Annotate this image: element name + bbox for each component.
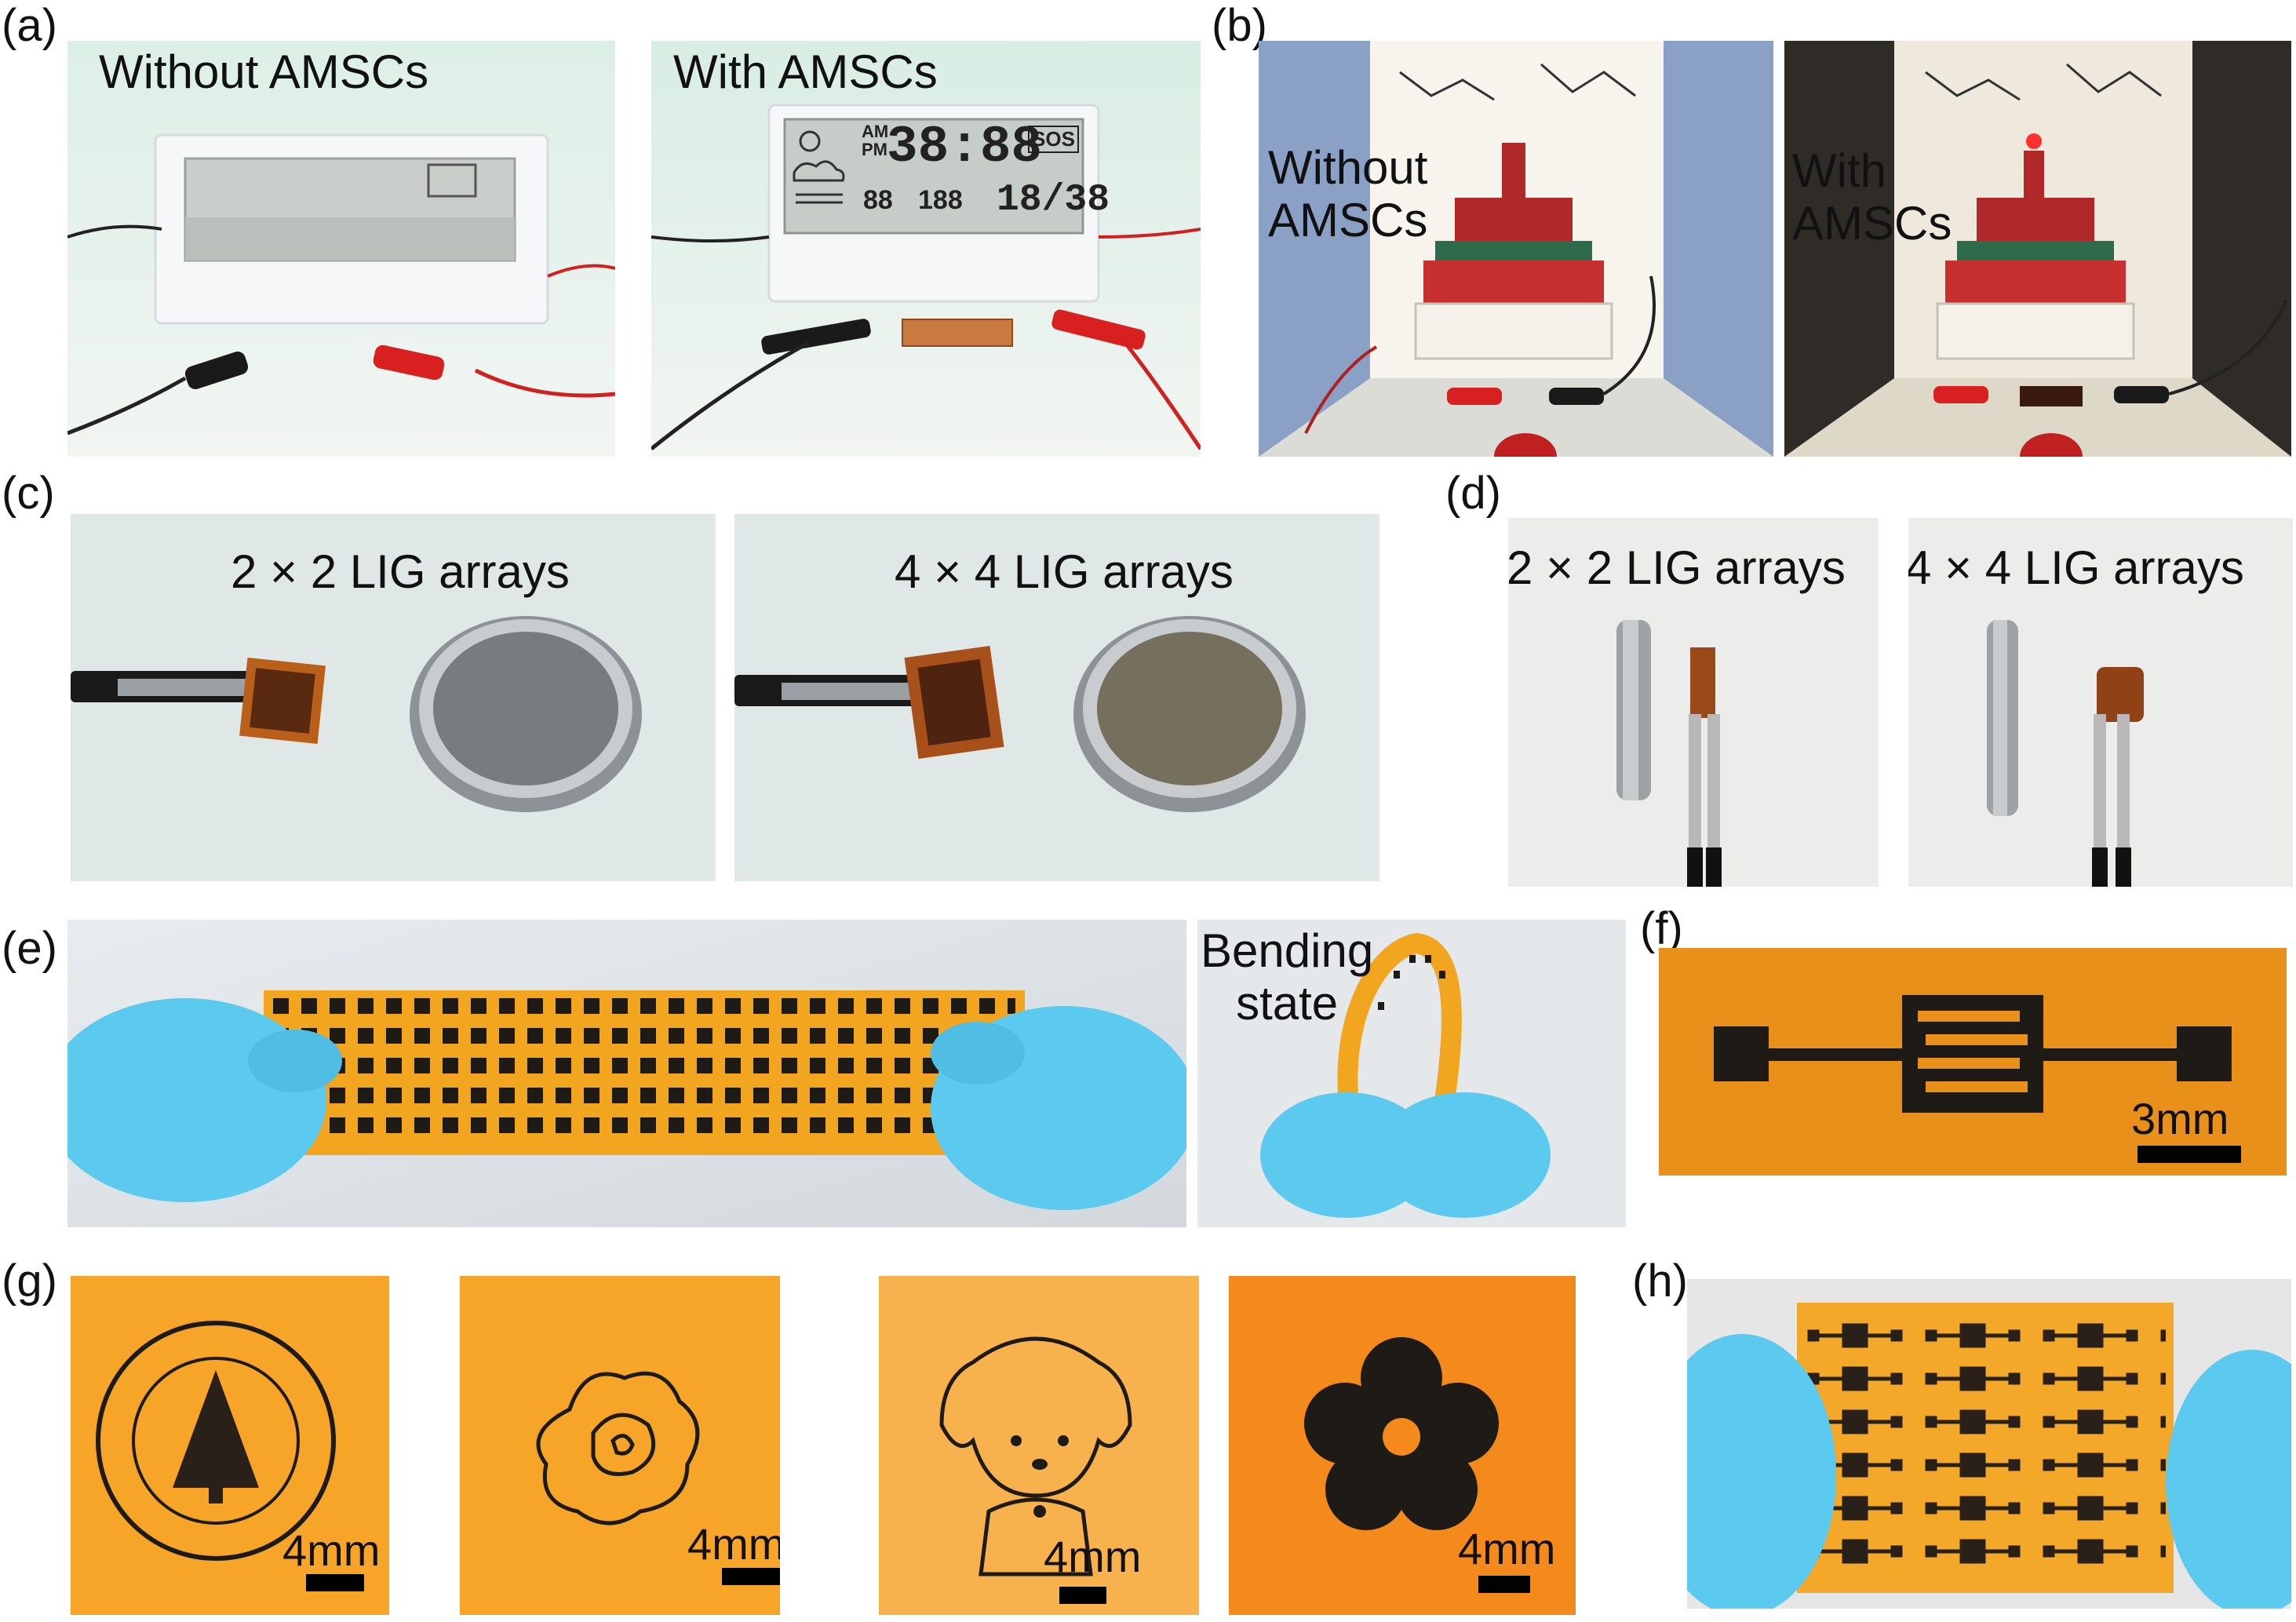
- panel-label-h: (h): [1632, 1256, 1688, 1307]
- caption-d-4x4: 4 × 4 LIG arrays: [1908, 541, 2244, 594]
- panel-label-f: (f): [1640, 903, 1683, 954]
- scale-bar-f: [2137, 1146, 2241, 1163]
- caption-a-with: With AMSCs: [673, 46, 938, 98]
- photo-f-device: 3mm: [1659, 948, 2287, 1175]
- device-array: [1805, 1314, 2166, 1573]
- panel-label-c: (c): [2, 468, 55, 519]
- photo-g-dog: 4mm: [879, 1276, 1199, 1615]
- photo-d-4x4: 4 × 4 LIG arrays: [1908, 518, 2293, 887]
- photo-g-logo: 4mm: [71, 1276, 389, 1615]
- photo-d-2x2: 2 × 2 LIG arrays: [1508, 518, 1879, 887]
- caption-b-without: Without AMSCs: [1268, 141, 1428, 247]
- lig-pattern-grid: [273, 998, 1015, 1146]
- scale-bar-g1: [306, 1574, 364, 1591]
- lcd-tag: SOS: [1028, 126, 1079, 153]
- photo-h-array: [1687, 1279, 2291, 1609]
- panel-label-e: (e): [2, 923, 57, 974]
- scale-label-g2: 4mm: [687, 1519, 780, 1569]
- photo-e-strip: [67, 920, 1186, 1227]
- scale-bar-g4: [1478, 1576, 1530, 1593]
- caption-c-4x4: 4 × 4 LIG arrays: [895, 545, 1234, 598]
- caption-c-2x2: 2 × 2 LIG arrays: [231, 545, 570, 598]
- photo-g-flower-outline: 4mm: [460, 1276, 780, 1615]
- panel-label-b: (b): [1212, 0, 1267, 51]
- scale-bar-g2: [722, 1568, 780, 1585]
- caption-d-2x2: 2 × 2 LIG arrays: [1508, 541, 1846, 594]
- scale-bar-g3: [1059, 1587, 1106, 1604]
- caption-b-with: With AMSCs: [1792, 144, 1952, 250]
- lcd-date: 18/38: [997, 179, 1110, 221]
- panel-label-g: (g): [2, 1256, 57, 1307]
- photo-c-4x4: 4 × 4 LIG arrays: [734, 514, 1379, 881]
- photo-b-without: Without AMSCs: [1259, 41, 1773, 457]
- caption-a-without: Without AMSCs: [99, 46, 429, 98]
- photo-c-2x2: 2 × 2 LIG arrays: [71, 514, 716, 881]
- photo-a-without: Without AMSCs: [67, 41, 615, 457]
- caption-e-bending: Bending state: [1201, 924, 1374, 1030]
- lcd-small-1: 88: [863, 185, 893, 215]
- photo-a-with: AM PM 38:88 SOS 88 188 18/38 With AMSCs: [651, 41, 1201, 457]
- photo-g-flower-solid: 4mm: [1229, 1276, 1576, 1615]
- lcd-small-2: 188: [918, 185, 963, 215]
- scale-label-f: 3mm: [2131, 1094, 2229, 1143]
- photo-b-with: With AMSCs: [1784, 41, 2291, 457]
- panel-label-a: (a): [2, 0, 57, 51]
- scale-label-g3: 4mm: [1044, 1532, 1142, 1581]
- lcd-time: 38:88: [887, 118, 1043, 177]
- panel-label-d: (d): [1445, 468, 1501, 519]
- photo-e-bending: Bending state: [1197, 920, 1626, 1227]
- scale-label-g4: 4mm: [1458, 1524, 1556, 1573]
- lcd-ampm: AM PM: [862, 122, 889, 160]
- scale-label-g1: 4mm: [282, 1525, 381, 1575]
